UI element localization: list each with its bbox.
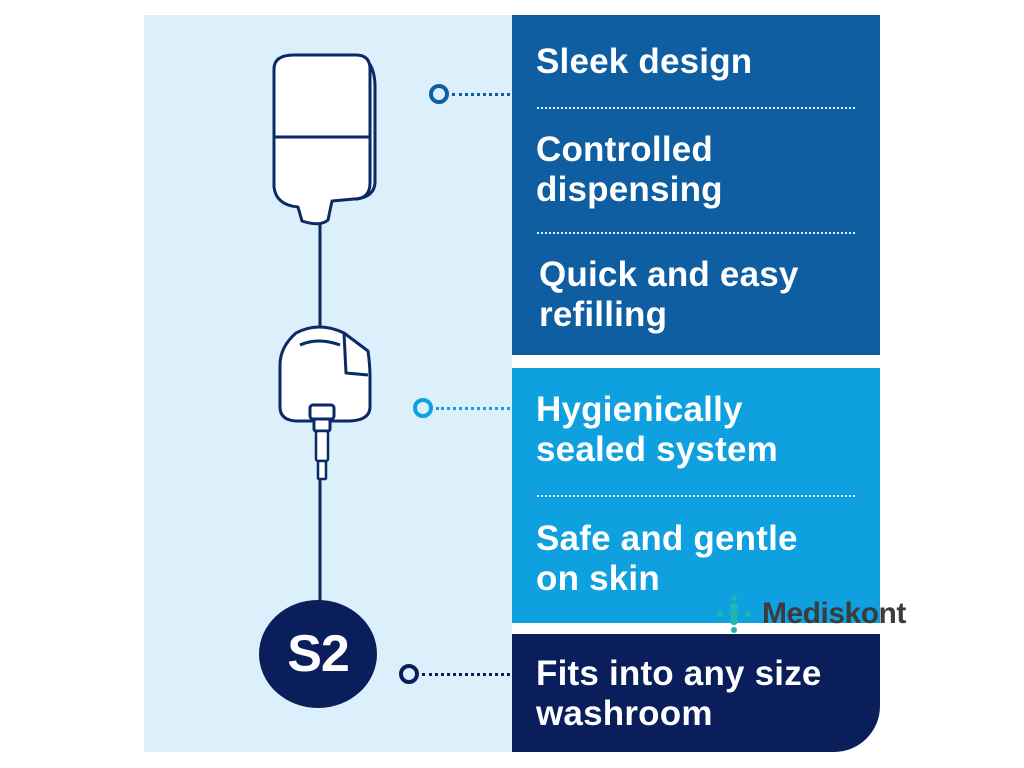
connector-dots bbox=[452, 93, 510, 96]
dispenser-housing-icon bbox=[272, 53, 377, 226]
feature-divider bbox=[537, 232, 855, 234]
feature-hygienically-sealed: Hygienically sealed system bbox=[536, 390, 778, 469]
connector-dots bbox=[422, 673, 510, 676]
feature-block-dark bbox=[512, 15, 880, 355]
connector-ring-icon bbox=[413, 398, 433, 418]
watermark-text: Mediskont bbox=[762, 597, 906, 630]
cross-dots-icon bbox=[717, 595, 751, 633]
feature-divider bbox=[537, 495, 855, 497]
feature-safe-gentle: Safe and gentle on skin bbox=[536, 519, 798, 598]
feature-block-navy bbox=[512, 634, 880, 752]
watermark: Mediskont bbox=[712, 592, 906, 636]
nozzle-icon bbox=[314, 429, 330, 481]
pump-cartridge-icon bbox=[278, 325, 372, 433]
s2-badge: S2 bbox=[259, 600, 377, 708]
feature-quick-refilling: Quick and easy refilling bbox=[539, 255, 799, 334]
feature-divider bbox=[537, 107, 855, 109]
feature-fits-any-washroom: Fits into any size washroom bbox=[536, 654, 822, 733]
connector-ring-icon bbox=[399, 664, 419, 684]
connector-dots bbox=[436, 407, 510, 410]
feature-sleek-design: Sleek design bbox=[536, 42, 753, 81]
dispenser-illustration bbox=[272, 53, 377, 601]
connector-ring-icon bbox=[429, 84, 449, 104]
feature-controlled-dispensing: Controlled dispensing bbox=[536, 130, 723, 209]
